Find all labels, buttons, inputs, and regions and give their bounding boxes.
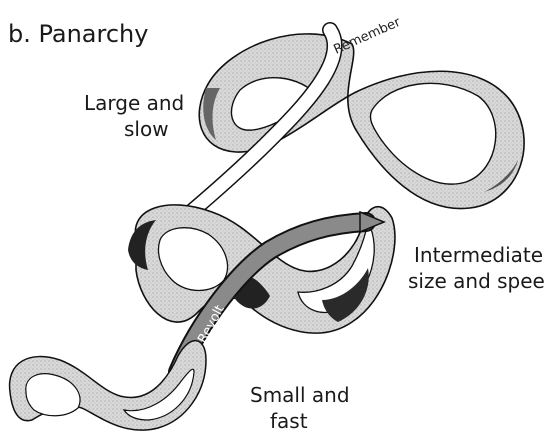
- intermediate-label-line1: Intermediate: [414, 243, 543, 267]
- large-slow-label-line1: Large and: [84, 91, 184, 115]
- remember-label: Remember: [332, 15, 404, 58]
- large-slow-label-line2: slow: [124, 117, 169, 141]
- large-slow-loop: [199, 34, 524, 209]
- small-fast-label-line1: Small and: [250, 383, 350, 407]
- diagram-title: b. Panarchy: [8, 20, 148, 48]
- intermediate-label-line2: size and speed: [408, 269, 546, 293]
- small-fast-label-line2: fast: [270, 409, 308, 433]
